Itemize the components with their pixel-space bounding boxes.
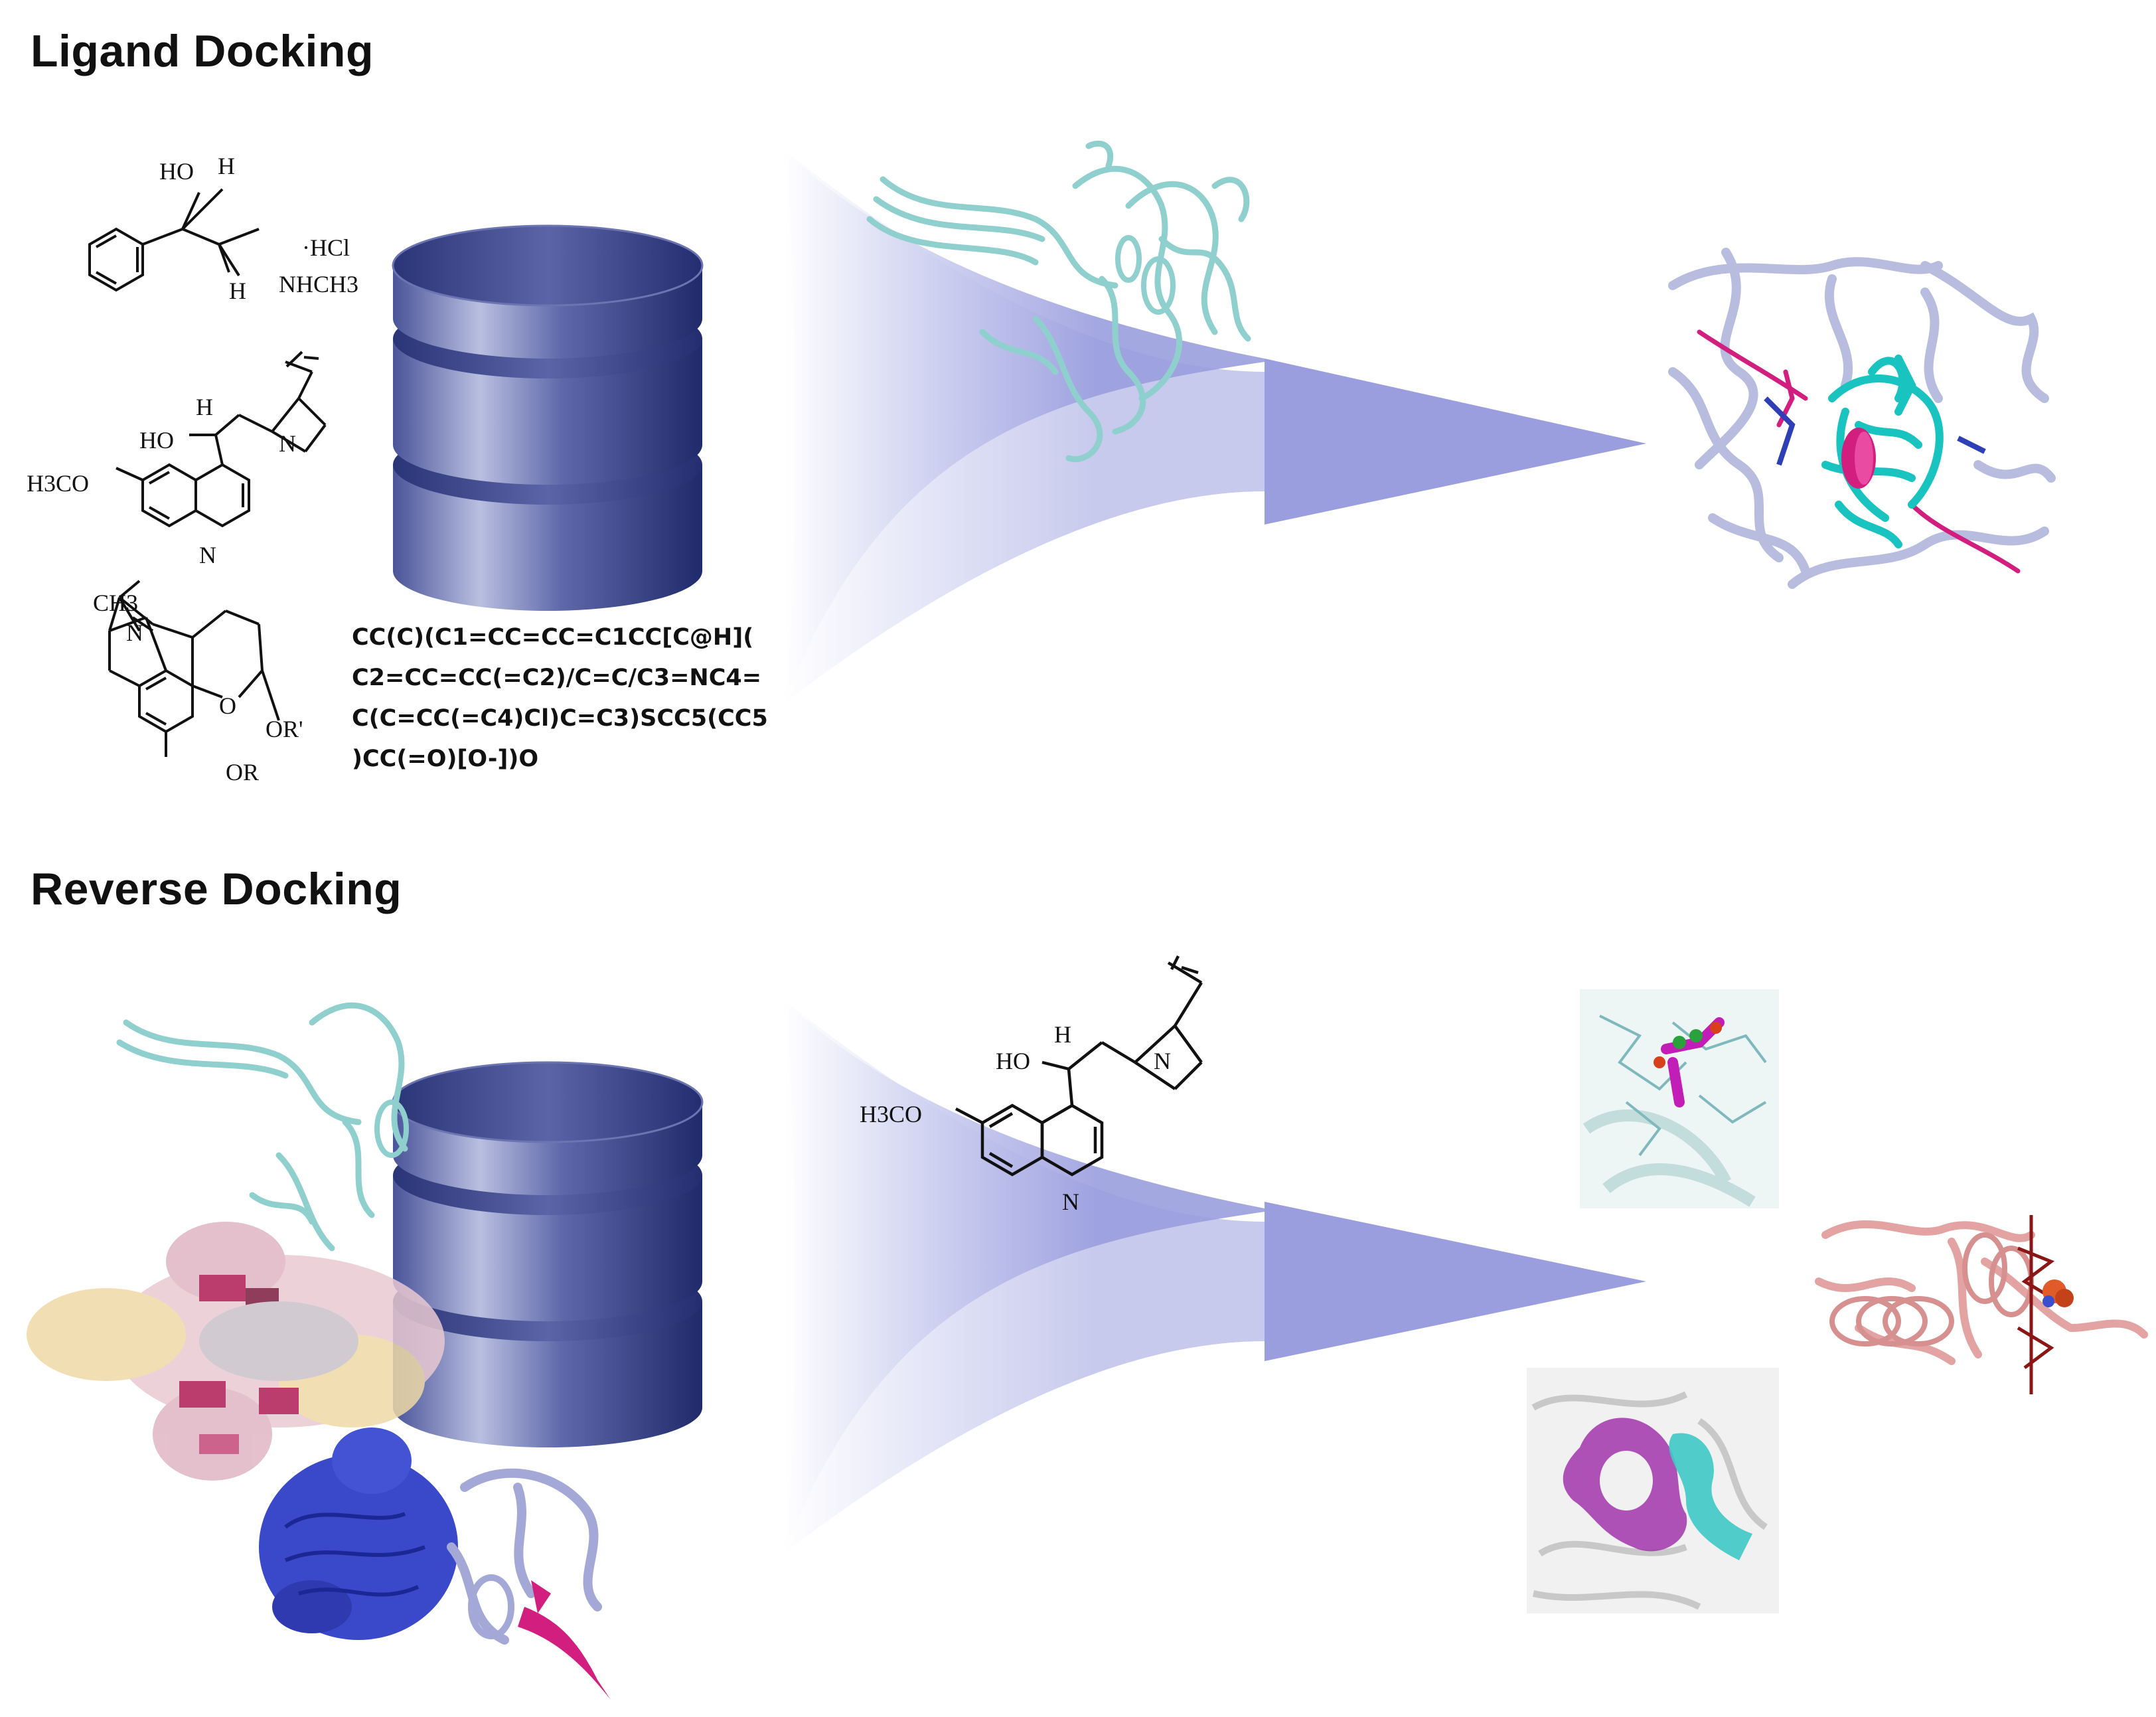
chem-label: N bbox=[126, 619, 143, 646]
query-ligand-structure bbox=[955, 955, 1203, 1177]
reverse-docking-title: Reverse Docking bbox=[31, 864, 402, 914]
chem-label: H3CO bbox=[27, 470, 89, 497]
smiles-line: C2=CC=CC(=C2)/C=C/C3=NC4= bbox=[352, 665, 762, 691]
chem-label: N bbox=[279, 430, 296, 457]
docking-arrow bbox=[783, 999, 1646, 1554]
database-icon bbox=[392, 1061, 704, 1447]
smiles-line: )CC(=O)[O-])O bbox=[352, 746, 539, 772]
chem-label: H bbox=[218, 153, 235, 179]
chem-label: HO bbox=[996, 1048, 1030, 1074]
protein-library-images bbox=[27, 1002, 611, 1700]
target-protein-image bbox=[866, 140, 1251, 462]
docking-result-image bbox=[1659, 246, 2058, 617]
chem-label: N bbox=[1062, 1188, 1079, 1215]
smiles-line: CC(C)(C1=CC=CC=C1CC[C@H]( bbox=[352, 624, 754, 651]
chem-label: N bbox=[199, 542, 216, 568]
ephedrine-structure bbox=[88, 188, 260, 292]
reverse-result-image-2 bbox=[1815, 1215, 2148, 1394]
morphinan-structure bbox=[108, 580, 280, 757]
chem-label: CH3 bbox=[93, 590, 138, 616]
reverse-result-image-1 bbox=[1580, 989, 1779, 1208]
chem-label: NHCH3 bbox=[279, 271, 358, 297]
smiles-line: C(C=CC(=C4)Cl)C=C3)SCC5(CC5 bbox=[352, 705, 768, 732]
chem-label: H3CO bbox=[860, 1101, 922, 1127]
chem-label: H bbox=[196, 394, 213, 420]
chem-label: OR' bbox=[266, 716, 303, 742]
chem-label: O bbox=[219, 693, 236, 719]
chem-label: ·HCl bbox=[302, 234, 350, 261]
chem-label: N bbox=[1154, 1048, 1171, 1074]
chem-label: H bbox=[229, 278, 246, 304]
chem-label: HO bbox=[159, 158, 194, 185]
reverse-result-image-3 bbox=[1527, 1368, 1779, 1613]
smiles-string: CC(C)(C1=CC=CC=C1CC[C@H]( C2=CC=CC(=C2)/… bbox=[352, 617, 768, 779]
database-icon bbox=[392, 224, 704, 611]
chem-label: OR bbox=[226, 759, 259, 785]
docking-arrow bbox=[783, 149, 1646, 704]
chem-label: H bbox=[1054, 1021, 1071, 1048]
quinine-structure bbox=[116, 351, 327, 528]
ligand-docking-title: Ligand Docking bbox=[31, 26, 374, 76]
chem-label: HO bbox=[139, 427, 174, 453]
